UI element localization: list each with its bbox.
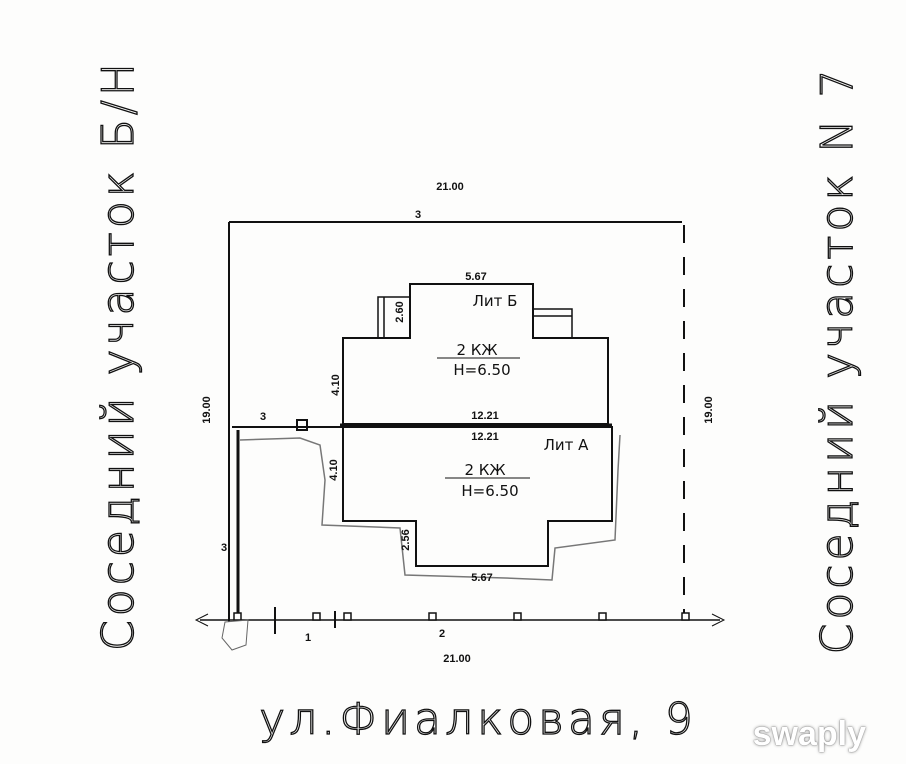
top-marker: 3 <box>415 209 421 221</box>
watermark: swaply <box>752 715 866 753</box>
lit-b-bottom-dim: 12.21 <box>471 410 499 422</box>
street-address: ул.Фиалковая, 9 <box>259 694 697 745</box>
lit-a-height: H=6.50 <box>461 482 518 500</box>
sketch-outline <box>239 434 621 581</box>
lit-a-step-dim: 2.56 <box>400 529 412 550</box>
left-marker: 3 <box>221 542 227 554</box>
lit-b-top-dim: 5.67 <box>465 271 486 283</box>
lit-a-name: Лит А <box>544 436 590 454</box>
building-lit-a <box>342 426 613 567</box>
lit-b-annex-dim: 2.60 <box>394 301 406 322</box>
lit-a-bottom-dim: 5.67 <box>471 572 492 584</box>
lot-top-width: 21.00 <box>436 181 464 193</box>
gate-2-label: 2 <box>439 628 445 640</box>
left-neighbor-label: Соседний участок Б/Н <box>93 59 144 651</box>
lot-bottom-width: 21.00 <box>443 653 471 665</box>
lit-a-top-dim: 12.21 <box>471 431 499 443</box>
arrow-right-icon <box>711 613 726 627</box>
lit-a-type: 2 КЖ <box>464 461 505 479</box>
right-neighbor-label: Соседний участок N 7 <box>812 66 863 655</box>
arrow-left-icon <box>194 613 209 627</box>
post-marker <box>296 419 308 431</box>
gate-1-label: 1 <box>305 632 311 644</box>
lit-a-side-dim: 4.10 <box>328 459 340 480</box>
lot-right-height: 19.00 <box>703 396 715 424</box>
stamp-mark <box>221 619 249 651</box>
mid-marker: 3 <box>260 411 266 423</box>
lit-b-height: H=6.50 <box>453 361 510 379</box>
annex-left <box>377 296 411 339</box>
lit-b-type: 2 КЖ <box>456 341 497 359</box>
lit-b-name: Лит Б <box>473 292 518 310</box>
lit-b-side-dim: 4.10 <box>330 374 342 395</box>
lot-left-height: 19.00 <box>201 396 213 424</box>
annex-right <box>532 308 573 339</box>
